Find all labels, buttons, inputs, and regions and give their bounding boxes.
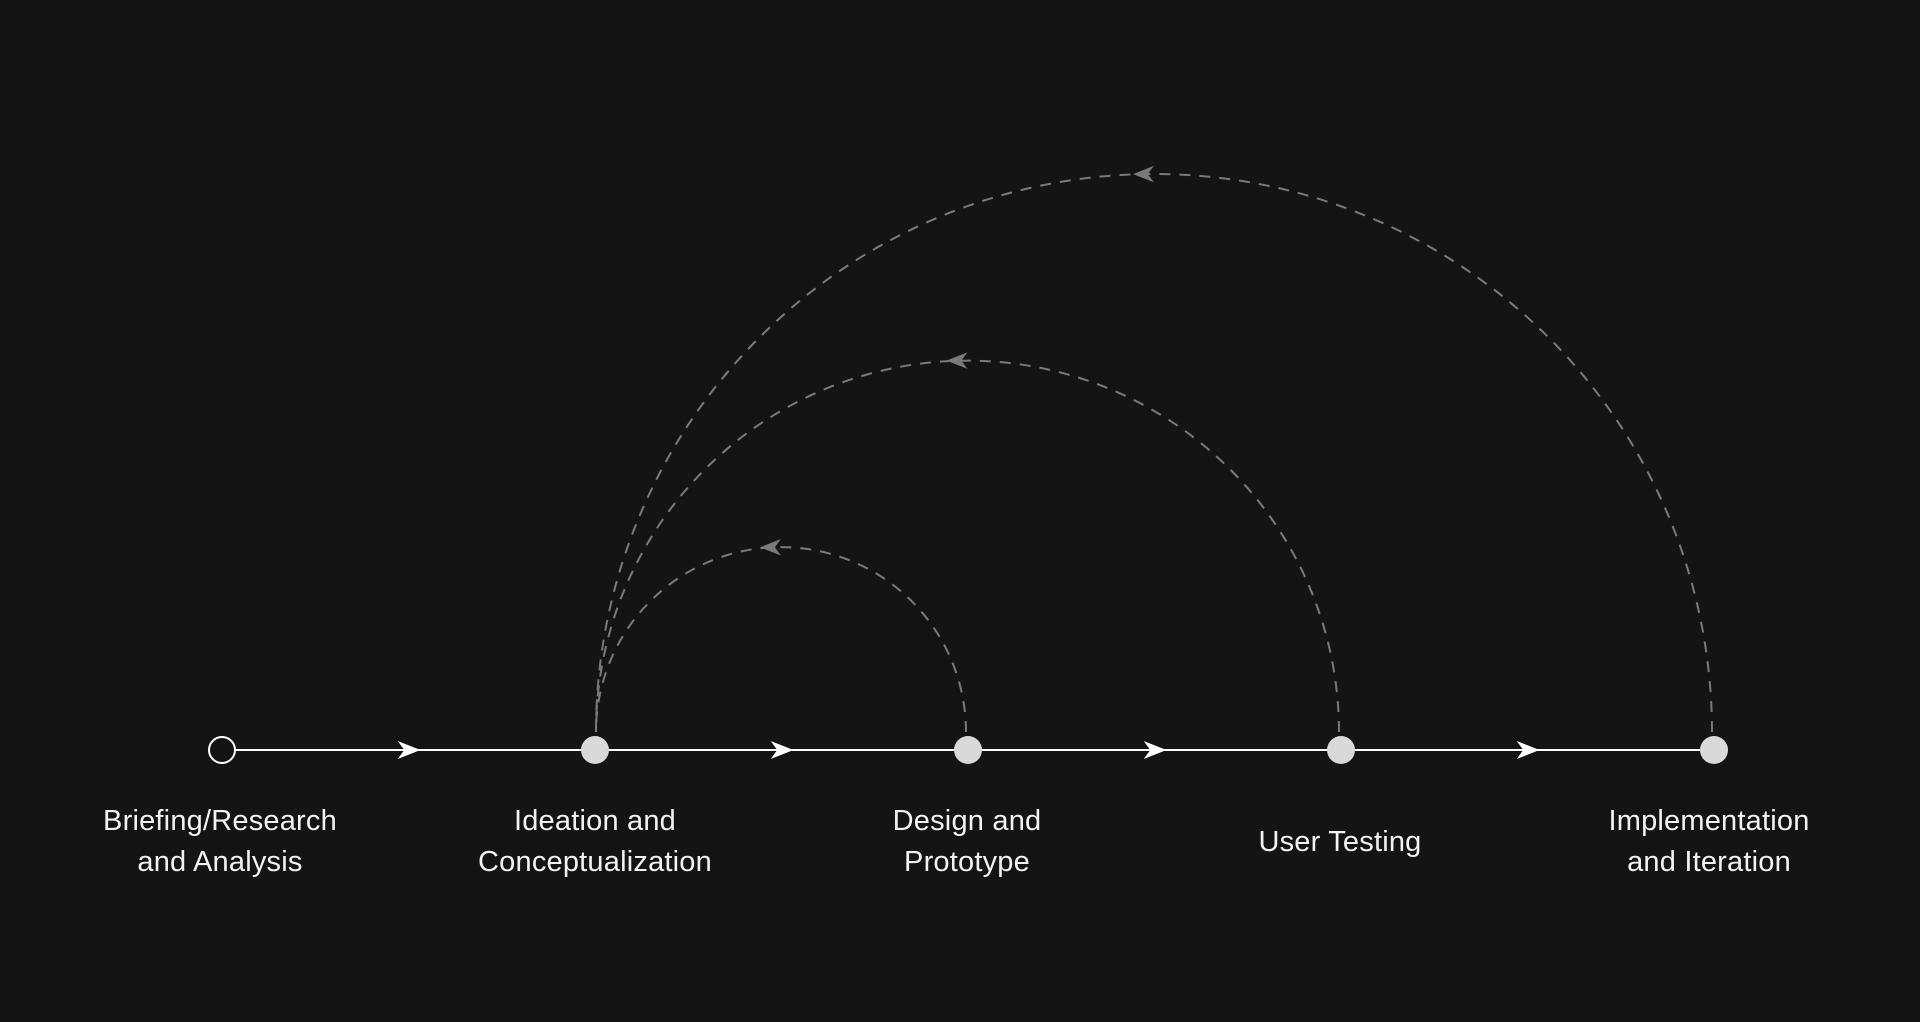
feedback-arc-design-to-ideation [595,546,967,733]
stage-node-testing [1327,736,1355,764]
stage-label-ideation-line-1: Ideation and [513,805,677,837]
stage-node-implementation [1700,736,1728,764]
feedback-arc-testing-to-ideation [595,359,1340,733]
stage-label-design: Design and Prototype [807,801,1127,883]
stage-label-briefing-line-2: and Analysis [137,846,303,878]
feedback-arc-implementation-to-ideation [595,173,1713,733]
stage-label-testing-line-1: User Testing [1258,826,1422,858]
stage-label-implementation-line-1: Implementation [1608,805,1810,837]
stage-label-implementation: Implementation and Iteration [1549,801,1869,883]
stage-label-ideation: Ideation and Conceptualization [435,801,755,883]
stage-label-ideation-line-2: Conceptualization [478,846,712,878]
flow-arrow-ideation-to-design [770,741,794,759]
stage-label-implementation-line-2: and Iteration [1627,846,1791,878]
feedback-arrow-design-to-ideation [760,539,781,556]
stage-node-ideation [581,736,609,764]
feedback-arrow-implementation-to-ideation [1133,165,1154,183]
stage-label-design-line-2: Prototype [904,846,1030,878]
feedback-arrow-testing-to-ideation [946,352,968,369]
stage-label-briefing-line-1: Briefing/Research [103,805,337,837]
stage-label-briefing: Briefing/Research and Analysis [60,801,380,883]
stage-node-design [954,736,982,764]
stage-label-testing: User Testing [1180,822,1500,863]
flow-arrow-testing-to-implementation [1516,741,1540,759]
flow-arrow-design-to-testing [1143,741,1167,759]
flow-arrow-briefing-to-ideation [397,741,421,759]
stage-label-design-line-1: Design and [892,805,1042,837]
stage-node-briefing [208,736,236,764]
